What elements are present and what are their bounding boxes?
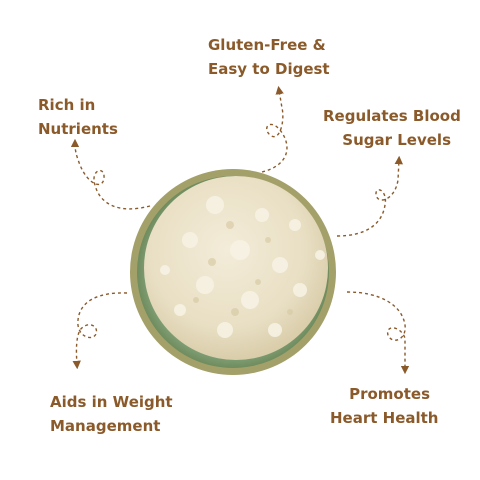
arrow-sugar-icon <box>336 155 403 237</box>
label-sugar-line1: Regulates Blood <box>323 107 461 125</box>
label-rich-line2: Nutrients <box>38 120 118 138</box>
arrow-gluten-icon <box>261 85 288 173</box>
label-heart-health: Promotes Heart Health <box>330 382 439 430</box>
label-heart-line1: Promotes <box>349 385 430 403</box>
label-gluten-line1: Gluten-Free & <box>208 36 326 54</box>
flour-bowl <box>130 169 336 375</box>
arrow-weight-icon <box>72 292 128 370</box>
arrows <box>70 85 410 375</box>
label-gluten-line2: Easy to Digest <box>208 60 330 78</box>
arrow-heart-icon <box>346 291 410 375</box>
label-rich-in-nutrients: Rich in Nutrients <box>38 93 118 141</box>
label-gluten-free: Gluten-Free & Easy to Digest <box>208 33 330 81</box>
label-regulates-sugar: Regulates Blood Sugar Levels <box>323 104 461 152</box>
label-weight-management: Aids in Weight Management <box>50 390 173 438</box>
label-sugar-line2: Sugar Levels <box>342 131 451 149</box>
label-rich-line1: Rich in <box>38 96 96 114</box>
flour-texture <box>160 196 325 338</box>
label-weight-line1: Aids in Weight <box>50 393 173 411</box>
label-heart-line2: Heart Health <box>330 409 439 427</box>
arrow-rich-icon <box>70 138 151 210</box>
flour-pile <box>144 176 328 360</box>
label-weight-line2: Management <box>50 417 161 435</box>
